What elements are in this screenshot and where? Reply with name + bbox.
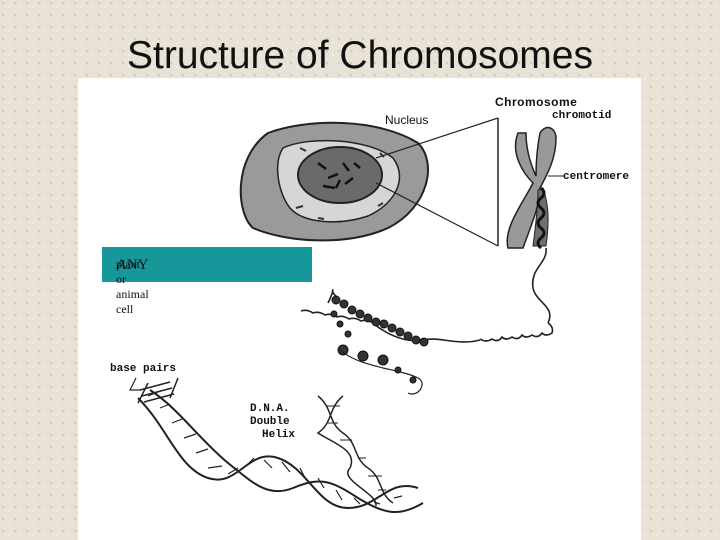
nucleus-label: Nucleus (385, 113, 429, 127)
dna-label-line3: Helix (262, 429, 296, 441)
chromosome-diagram: Nucleus Chromosome chromotid centromere … (78, 78, 641, 540)
base-pairs-label: base pairs (110, 363, 177, 375)
cell-caption-rest: plant or animal cell (116, 257, 149, 316)
dna-helix-label: D.N.A. Double Helix (250, 403, 295, 442)
chromatid-label: chromotid (552, 110, 612, 122)
dna-label-line2: Double (250, 416, 290, 428)
dna-label-line1: D.N.A. (250, 403, 290, 415)
cell-caption-box: ANY plant or animal cell (102, 247, 312, 316)
base-pairs-fragment (129, 377, 179, 404)
dna-double-helix (137, 389, 424, 514)
small-helix (316, 395, 394, 507)
diagram-drawing (129, 108, 638, 514)
slide-title: Structure of Chromosomes (126, 34, 593, 77)
chromatin-fiber (300, 247, 554, 343)
zoom-lines (375, 117, 499, 247)
cell-illustration (239, 121, 429, 242)
centromere-label: centromere (563, 171, 630, 183)
chromosome-panel (497, 108, 638, 250)
chromatin-beads (330, 295, 429, 384)
beads-on-string (337, 347, 423, 395)
chromosome-label: Chromosome (495, 95, 578, 109)
cell-caption-lead: ANY (116, 257, 149, 273)
